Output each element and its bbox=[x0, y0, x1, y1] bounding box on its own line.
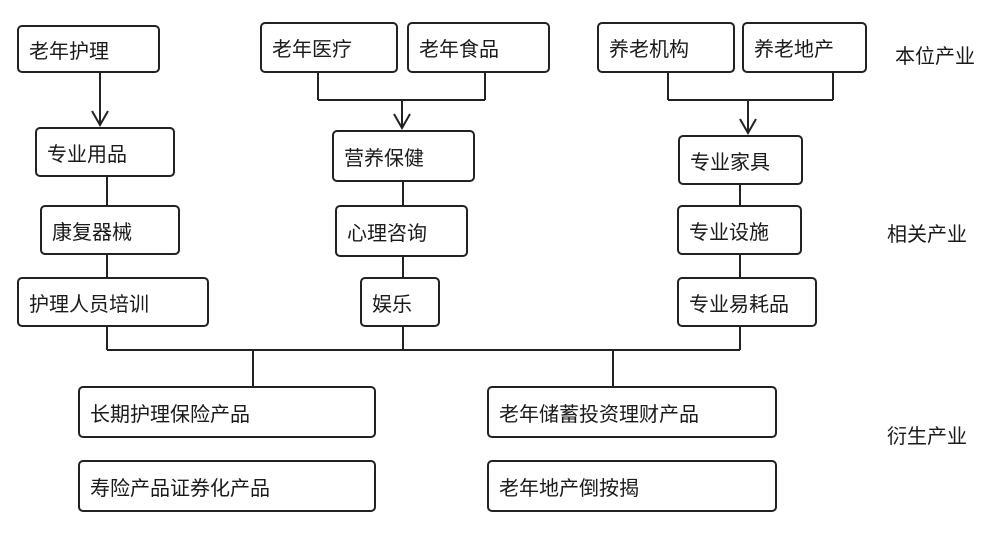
box-professional-facilities: 专业设施 bbox=[677, 205, 802, 255]
box-professional-supplies: 专业用品 bbox=[35, 127, 175, 177]
box-elderly-care: 老年护理 bbox=[17, 25, 160, 73]
box-ltc-insurance: 长期护理保险产品 bbox=[78, 386, 376, 438]
box-nutrition-health: 营养保健 bbox=[332, 130, 475, 182]
box-reverse-mortgage: 老年地产倒按揭 bbox=[487, 460, 777, 512]
box-caregiver-training: 护理人员培训 bbox=[17, 277, 209, 327]
box-professional-furniture: 专业家具 bbox=[678, 135, 803, 185]
box-care-real-estate: 养老地产 bbox=[742, 22, 867, 73]
box-entertainment: 娱乐 bbox=[360, 277, 440, 327]
box-life-insurance-securitization: 寿险产品证券化产品 bbox=[78, 460, 376, 512]
tier-label-derived: 衍生产业 bbox=[887, 424, 967, 448]
box-rehab-equipment: 康复器械 bbox=[40, 205, 180, 255]
box-elderly-medical: 老年医疗 bbox=[260, 22, 398, 73]
box-psych-counseling: 心理咨询 bbox=[335, 205, 468, 257]
box-care-institution: 养老机构 bbox=[597, 22, 735, 73]
box-elderly-food: 老年食品 bbox=[407, 22, 550, 73]
box-elderly-savings-finance: 老年储蓄投资理财产品 bbox=[487, 386, 777, 438]
tier-label-core: 本位产业 bbox=[895, 44, 975, 68]
tier-label-related: 相关产业 bbox=[887, 222, 967, 246]
box-professional-consumables: 专业易耗品 bbox=[677, 277, 817, 327]
